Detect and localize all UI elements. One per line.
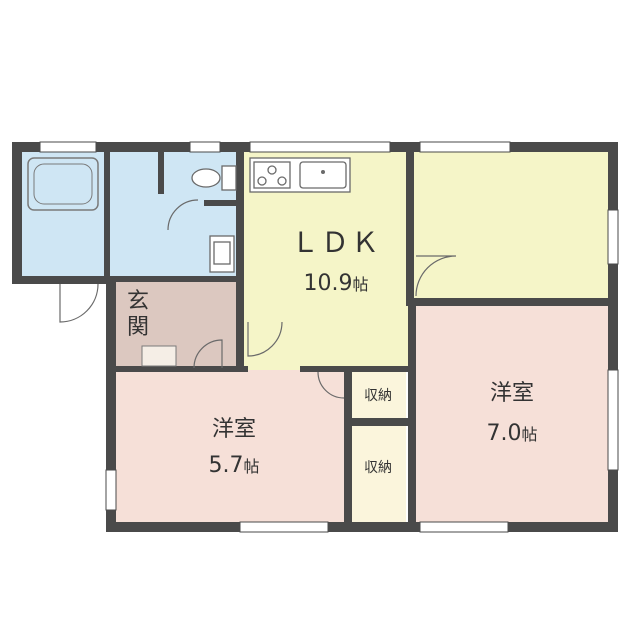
western-right-room-size: 7.0帖 bbox=[486, 421, 537, 446]
kitchen-counter bbox=[249, 157, 351, 193]
interior-walls bbox=[104, 152, 610, 526]
storage-lower-label: 収納 bbox=[364, 460, 392, 476]
storage-lower-floor bbox=[348, 426, 406, 522]
storage-upper-label: 収納 bbox=[364, 388, 392, 404]
north-room-floor bbox=[410, 150, 610, 302]
western-left-room-size: 5.7帖 bbox=[208, 453, 259, 478]
western-right-room-name: 洋室 bbox=[490, 381, 534, 406]
entrance-step bbox=[141, 345, 177, 367]
toilet bbox=[191, 165, 237, 191]
ldk-room-name: ＬＤＫ bbox=[291, 226, 381, 259]
washbasin bbox=[209, 235, 235, 273]
western-left-floor bbox=[116, 370, 348, 526]
entrance-floor bbox=[116, 282, 240, 370]
bathtub bbox=[27, 157, 99, 211]
ldk-room-size: 10.9帖 bbox=[304, 271, 369, 296]
storage-upper-floor bbox=[348, 372, 406, 420]
western-left-room-name: 洋室 bbox=[212, 417, 256, 442]
entrance-label-bottom: 関 bbox=[127, 315, 149, 340]
entrance-label-top: 玄 bbox=[127, 289, 149, 314]
western-right-floor bbox=[414, 306, 610, 526]
windows bbox=[39, 141, 619, 533]
door-swings bbox=[59, 199, 457, 399]
